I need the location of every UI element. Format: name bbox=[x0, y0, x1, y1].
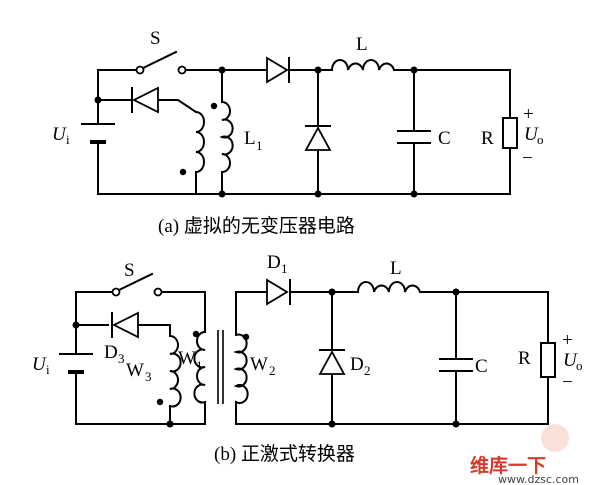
capacitor-icon bbox=[439, 358, 473, 372]
output-voltage-label: U bbox=[524, 124, 539, 145]
diagram-a-junctions bbox=[94, 66, 418, 198]
watermark-site: www.dzsc.com bbox=[498, 473, 579, 485]
input-voltage-label: U bbox=[52, 124, 67, 145]
diagram-a: S U i L 1 L C R + U o − (a) 虚拟的无变压器电路 bbox=[52, 28, 544, 237]
capacitor-label: C bbox=[438, 128, 451, 149]
output-voltage-sub: o bbox=[576, 358, 583, 373]
resistor-label: R bbox=[481, 128, 494, 149]
diagram-b-junctions bbox=[72, 288, 460, 428]
watermark-brand: 维库一下 bbox=[470, 454, 546, 477]
output-minus-label: − bbox=[522, 148, 533, 169]
switch-label: S bbox=[124, 260, 135, 281]
winding-w2-sub: 2 bbox=[269, 363, 276, 378]
switch-label: S bbox=[150, 28, 161, 49]
inductor-l-label: L bbox=[390, 258, 402, 279]
diode-icon bbox=[131, 86, 159, 114]
inductor-l1-sub: 1 bbox=[256, 138, 263, 153]
inductor-l1-icon bbox=[210, 100, 234, 174]
diode-d1-icon bbox=[266, 278, 291, 306]
diode-d3-icon bbox=[111, 311, 139, 339]
input-voltage-sub: i bbox=[66, 132, 70, 147]
caption-a: (a) 虚拟的无变压器电路 bbox=[158, 215, 355, 237]
capacitor-label: C bbox=[475, 356, 488, 377]
winding-w1-label: W bbox=[178, 348, 196, 369]
resistor-icon bbox=[502, 117, 518, 149]
switch-icon bbox=[111, 272, 163, 297]
battery-icon bbox=[81, 123, 115, 144]
diode-d1-label: D bbox=[267, 252, 281, 273]
resistor-label: R bbox=[518, 348, 531, 369]
diode-d2-label: D bbox=[350, 354, 364, 375]
winding-w1-icon bbox=[192, 330, 207, 404]
output-minus-label: − bbox=[562, 372, 573, 393]
inductor-l-icon bbox=[356, 281, 422, 294]
watermark: 维库一下 www.dzsc.com bbox=[470, 424, 579, 485]
battery-icon bbox=[59, 353, 93, 374]
winding-w3-label: W bbox=[126, 360, 144, 381]
diagram-b: S U i D 3 W 3 W 1 W 2 D 1 D 2 L C R + U … bbox=[32, 252, 583, 465]
winding-w3-icon bbox=[156, 334, 182, 408]
winding-icon bbox=[179, 110, 205, 176]
diode-d2-icon bbox=[318, 349, 346, 375]
output-plus-label: + bbox=[562, 330, 573, 351]
diode-icon bbox=[266, 56, 290, 84]
inductor-l-label: L bbox=[356, 34, 368, 55]
switch-icon bbox=[135, 50, 187, 75]
transformer-core-icon bbox=[217, 330, 224, 404]
diagram-b-wires bbox=[75, 291, 549, 425]
diode-icon bbox=[304, 125, 332, 151]
diode-d2-sub: 2 bbox=[364, 363, 371, 378]
output-voltage-label: U bbox=[563, 350, 578, 371]
resistor-icon bbox=[540, 342, 556, 378]
inductor-l1-label: L bbox=[244, 128, 256, 149]
winding-w1-sub: 1 bbox=[196, 358, 203, 373]
caption-b: (b) 正激式转换器 bbox=[214, 443, 355, 465]
output-voltage-sub: o bbox=[537, 132, 544, 147]
capacitor-icon bbox=[397, 130, 431, 144]
winding-w2-icon bbox=[233, 333, 250, 404]
diode-d3-sub: 3 bbox=[118, 351, 125, 366]
input-voltage-sub: i bbox=[46, 362, 50, 377]
watermark-badge-icon bbox=[541, 424, 569, 452]
diode-d1-sub: 1 bbox=[281, 261, 288, 276]
input-voltage-label: U bbox=[32, 354, 47, 375]
winding-w2-label: W bbox=[250, 354, 268, 375]
output-plus-label: + bbox=[523, 104, 534, 125]
diagram-a-wires bbox=[97, 69, 511, 195]
diode-d3-label: D bbox=[104, 342, 118, 363]
inductor-l-icon bbox=[330, 59, 396, 72]
winding-w3-sub: 3 bbox=[145, 369, 152, 384]
